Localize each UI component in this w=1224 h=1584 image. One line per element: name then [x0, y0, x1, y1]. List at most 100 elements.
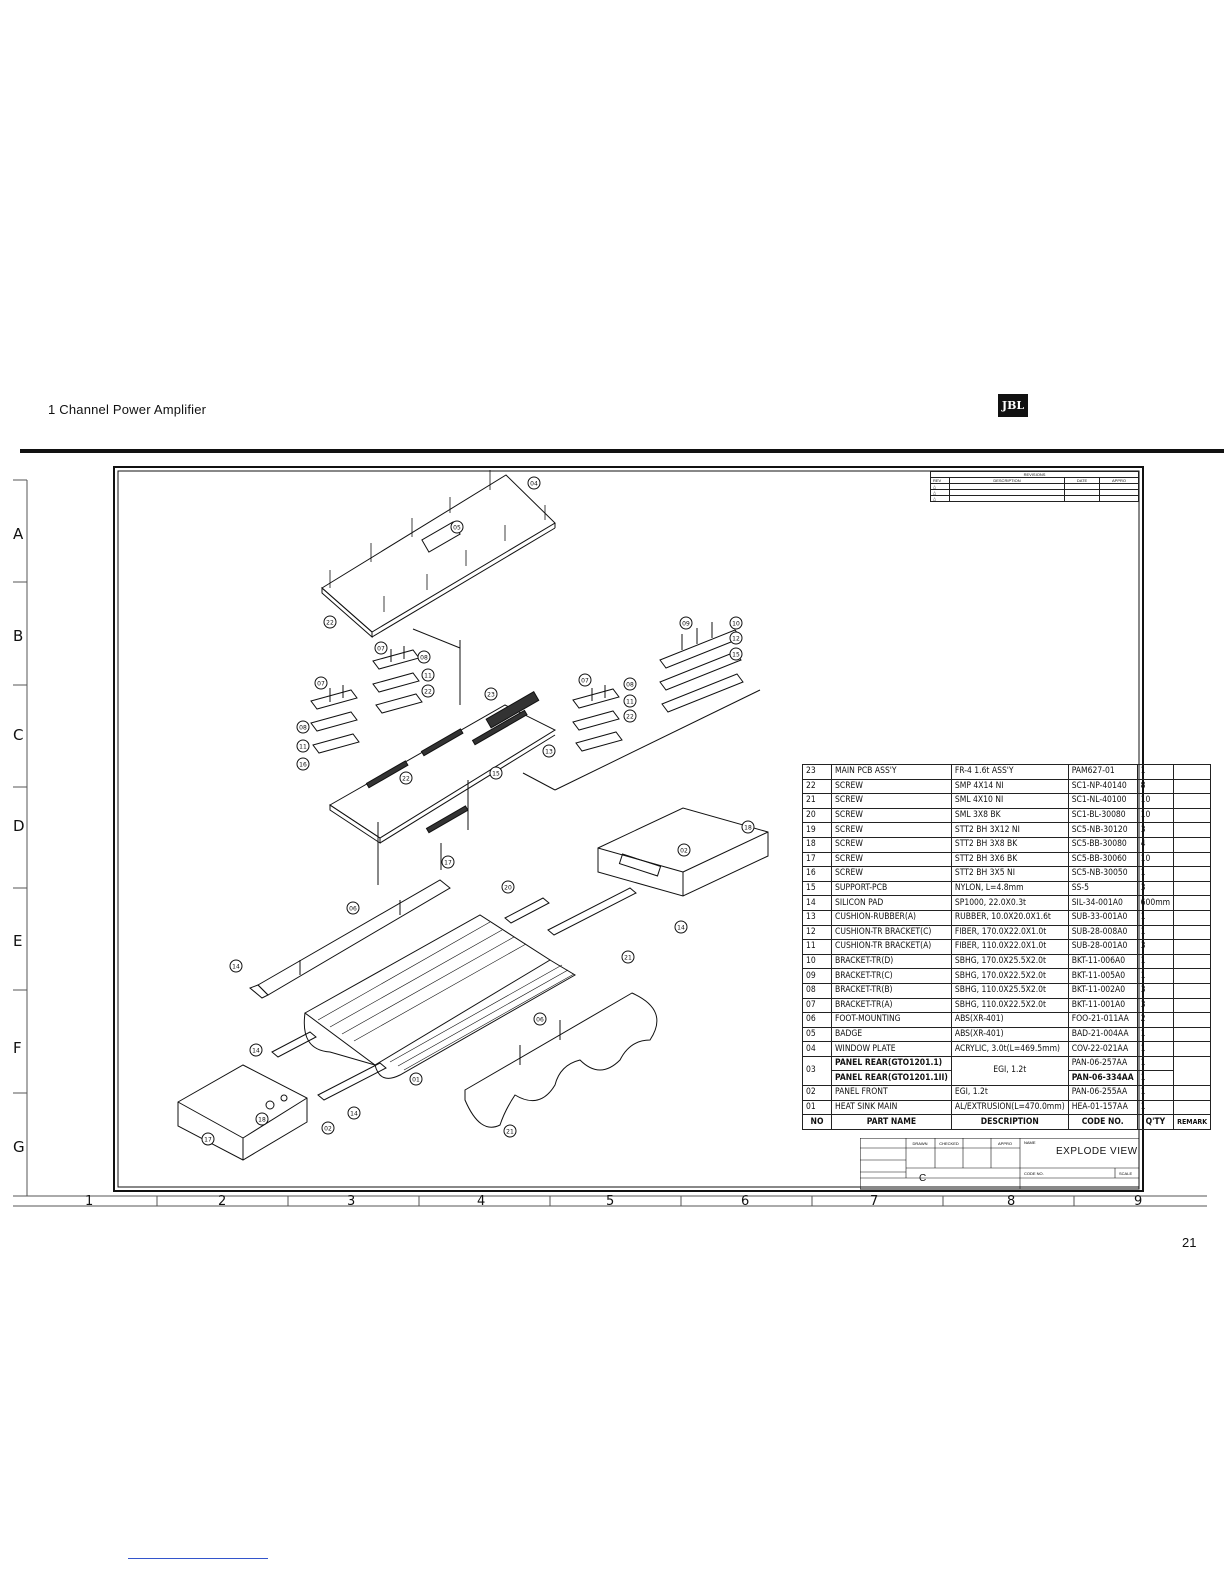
part-no: 09 [802, 968, 832, 984]
part-balloon-label: 11 [299, 744, 307, 751]
table-header-cell: NO [802, 1114, 832, 1130]
part-balloon-label: 21 [506, 1129, 514, 1136]
part-balloon-label: 15 [492, 771, 500, 778]
part-no: 11 [802, 939, 832, 955]
part-no: 14 [802, 895, 832, 911]
part-balloon-label: 22 [402, 776, 410, 783]
part-qty: 1 [1136, 953, 1175, 970]
part-qty: 1 [1136, 866, 1175, 882]
part-no: 23 [802, 764, 832, 780]
table-header-cell: DESCRIPTION [950, 1114, 1069, 1130]
part-remark [1173, 997, 1212, 1014]
tb-code-label: CODE NO. [1024, 1171, 1044, 1176]
part-qty: 3 [1136, 997, 1175, 1014]
part-code: COV-22-021AA [1067, 1041, 1138, 1057]
rear-panel-part [597, 807, 769, 897]
part-no: 12 [802, 924, 832, 941]
part-balloon-label: 14 [350, 1111, 358, 1118]
part-description: FR-4 1.6t ASS'Y [950, 764, 1069, 780]
part-qty: 4 [1136, 836, 1175, 853]
part-balloon-label: 13 [545, 749, 553, 756]
part-balloon-label: 14 [232, 964, 240, 971]
part-remark [1173, 822, 1212, 838]
part-no: 02 [802, 1085, 832, 1101]
col-marker-1: 1 [85, 1194, 94, 1209]
part-remark [1173, 924, 1212, 941]
part-code: FOO-21-011AA [1067, 1012, 1138, 1028]
part-code: BKT-11-006A0 [1067, 953, 1138, 970]
jbl-logo: JBL [998, 394, 1028, 417]
tb-name-label: NAME [1024, 1140, 1036, 1145]
part-code: SUB-33-001A0 [1067, 909, 1138, 926]
part-description: ABS(XR-401) [950, 1026, 1069, 1043]
part-qty: 3 [1136, 982, 1175, 999]
part-code: SC5-NB-30050 [1067, 866, 1138, 882]
row-marker-f: F [13, 1039, 22, 1057]
silicon-pad-parts [271, 887, 637, 1101]
part-no: 20 [802, 807, 832, 824]
col-marker-3: 3 [347, 1194, 356, 1209]
part-description: SBHG, 110.0X22.5X2.0t [950, 997, 1069, 1014]
part-code: SC5-NB-30120 [1067, 822, 1138, 838]
part-no: 07 [802, 997, 832, 1014]
part-name: SCREW [831, 793, 952, 809]
part-name: BRACKET-TR(B) [831, 982, 952, 999]
part-name: WINDOW PLATE [831, 1041, 952, 1057]
part-balloon-label: 08 [626, 682, 634, 689]
part-remark [1173, 968, 1212, 984]
part-balloon-label: 07 [317, 681, 325, 688]
part-remark [1173, 909, 1212, 926]
part-no: 05 [802, 1026, 832, 1043]
row-marker-a: A [13, 525, 24, 543]
part-description: STT2 BH 3X6 BK [950, 851, 1069, 868]
part-remark [1173, 1099, 1212, 1116]
part-qty: 1 [1136, 968, 1175, 984]
part-description: STT2 BH 3X8 BK [950, 836, 1069, 853]
part-code: HEA-01-157AA [1067, 1099, 1138, 1116]
part-balloon-label: 07 [377, 646, 385, 653]
part-description: FIBER, 110.0X22.0X1.0t [950, 939, 1069, 955]
part-remark [1173, 1012, 1212, 1028]
part-description: ABS(XR-401) [950, 1012, 1069, 1028]
part-description: SBHG, 110.0X25.5X2.0t [950, 982, 1069, 999]
part-balloon-label: 06 [536, 1017, 544, 1024]
part-balloon-label: 11 [424, 673, 432, 680]
part-name: MAIN PCB ASS'Y [831, 764, 952, 780]
part-balloon-label: 17 [444, 860, 452, 867]
part-name: CUSHION-TR BRACKET(C) [831, 924, 952, 941]
part-balloon-label: 18 [744, 825, 752, 832]
part-no: 17 [802, 851, 832, 868]
part-remark [1173, 851, 1212, 868]
footer-link-underline[interactable] [128, 1558, 268, 1559]
revisions-table: REVISIONS REV DESCRIPTION DATE APPRO △ △… [930, 471, 1139, 502]
title-block: DRAWN CHECKED APPRO NAME CODE NO. SCALE [860, 1138, 1140, 1190]
col-marker-2: 2 [218, 1194, 227, 1209]
part-qty: 3 [1136, 939, 1175, 955]
part-code: PAN-06-257AA [1067, 1055, 1138, 1072]
part-description: EGI, 1.2t [950, 1085, 1069, 1101]
part-description: SBHG, 170.0X25.5X2.0t [950, 953, 1069, 970]
part-description: STT2 BH 3X12 NI [950, 822, 1069, 838]
part-balloon-label: 06 [349, 906, 357, 913]
part-remark [1173, 836, 1212, 853]
row-marker-g: G [13, 1138, 25, 1156]
rev-row: △ [930, 495, 950, 502]
part-code: SC1-BL-30080 [1067, 807, 1138, 824]
part-qty: 1 [1136, 764, 1175, 780]
part-description: SML 4X10 NI [950, 793, 1069, 809]
part-remark [1173, 764, 1212, 780]
part-balloon-label: 08 [299, 725, 307, 732]
part-balloon-label: 15 [732, 652, 740, 659]
part-code: SS-5 [1067, 880, 1138, 897]
part-no: 08 [802, 982, 832, 999]
table-header-cell: REMARK [1173, 1114, 1212, 1130]
window-plate-part [321, 470, 556, 639]
